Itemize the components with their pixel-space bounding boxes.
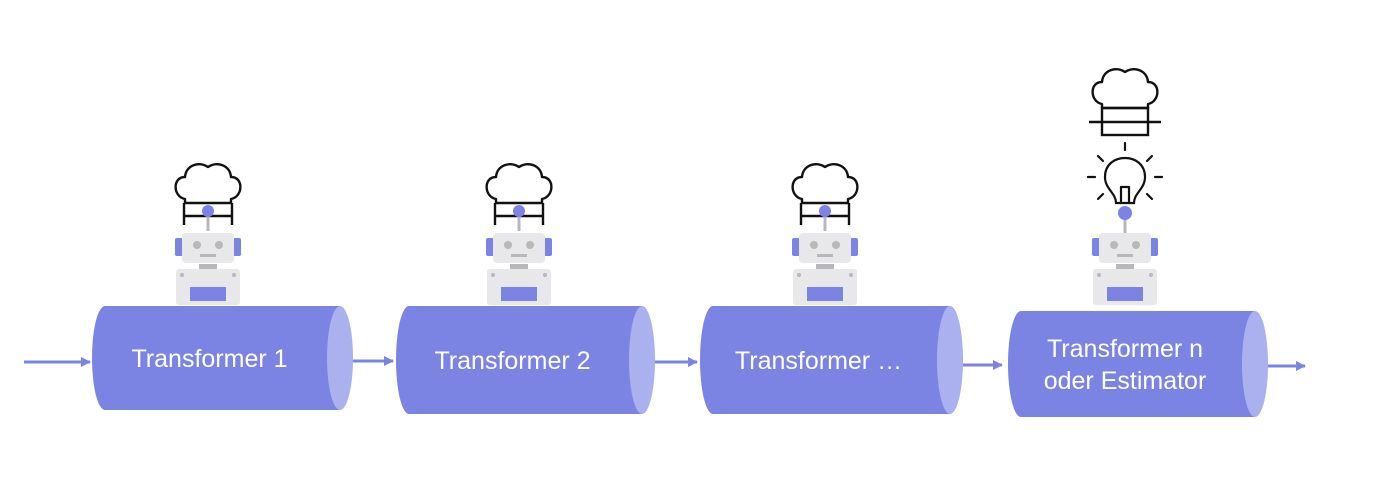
lightbulb-icon [1086,141,1164,205]
transformer-cylinder: Transformer … [700,306,963,414]
antenna-knob [202,205,214,217]
stage-label: Transformer n [1047,335,1203,363]
stage-label: oder Estimator [1044,367,1207,395]
pipeline-stage: Transformer … [700,163,963,414]
pipeline-stage: Transformer n oder Estimator [1008,68,1268,417]
pipeline-stage: Transformer 1 [92,163,353,410]
robot-icon [1092,233,1158,305]
chef-hat-icon [174,163,242,205]
robot-icon [486,233,552,305]
pipeline-stage: Transformer 2 [396,163,655,414]
robot-icon [175,233,241,305]
chef-hat-icon [791,163,859,205]
antenna-knob [1118,206,1132,220]
antenna-knob [513,205,525,217]
robot-icon [792,233,858,305]
stage-label: Transformer … [735,347,902,375]
stage-label: Transformer 1 [131,345,287,373]
transformer-cylinder: Transformer 1 [92,306,353,410]
stages-layer: Transformer 1 Transformer 2 Transformer … T… [92,68,1268,417]
transformer-cylinder: Transformer n oder Estimator [1008,311,1268,417]
stage-label: Transformer 2 [434,347,590,375]
antenna-knob [819,205,831,217]
transformer-cylinder: Transformer 2 [396,306,655,414]
chef-hat-icon [1091,68,1159,110]
chef-hat-icon [485,163,553,205]
